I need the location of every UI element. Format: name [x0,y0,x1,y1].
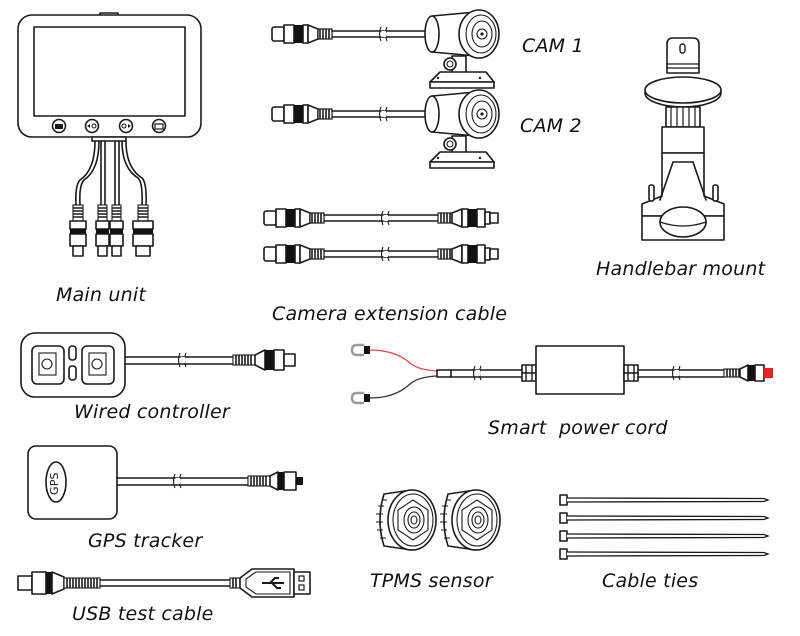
camera-extension-cable-drawing [263,208,499,264]
label-wired-controller: Wired controller [74,401,230,423]
cam1-drawing [271,9,500,89]
label-cam2: CAM 2 [520,115,582,137]
main-unit-drawing [17,12,202,257]
main-unit-buttons [51,118,167,134]
cam2-drawing [271,89,500,169]
label-gps-tracker: GPS tracker [88,530,203,552]
usb-test-cable-drawing [17,568,311,598]
label-smart-power-cord: Smart power cord [488,417,668,439]
label-handlebar-mount: Handlebar mount [596,258,766,280]
label-cable-ties: Cable ties [602,570,699,592]
label-camera-extension-cable: Camera extension cable [272,303,508,325]
handlebar-mount-drawing [641,37,725,241]
gps-badge: GPS [48,472,61,495]
label-main-unit: Main unit [56,284,147,306]
label-cam1: CAM 1 [522,35,584,57]
label-usb-test-cable: USB test cable [72,603,214,625]
wired-controller-drawing [20,332,296,398]
gps-tracker-drawing [27,445,303,520]
label-tpms-sensor: TPMS sensor [370,570,493,592]
cable-ties-drawing [559,494,769,560]
tpms-sensor-drawing [375,489,501,551]
smart-power-cord-drawing [350,343,773,405]
